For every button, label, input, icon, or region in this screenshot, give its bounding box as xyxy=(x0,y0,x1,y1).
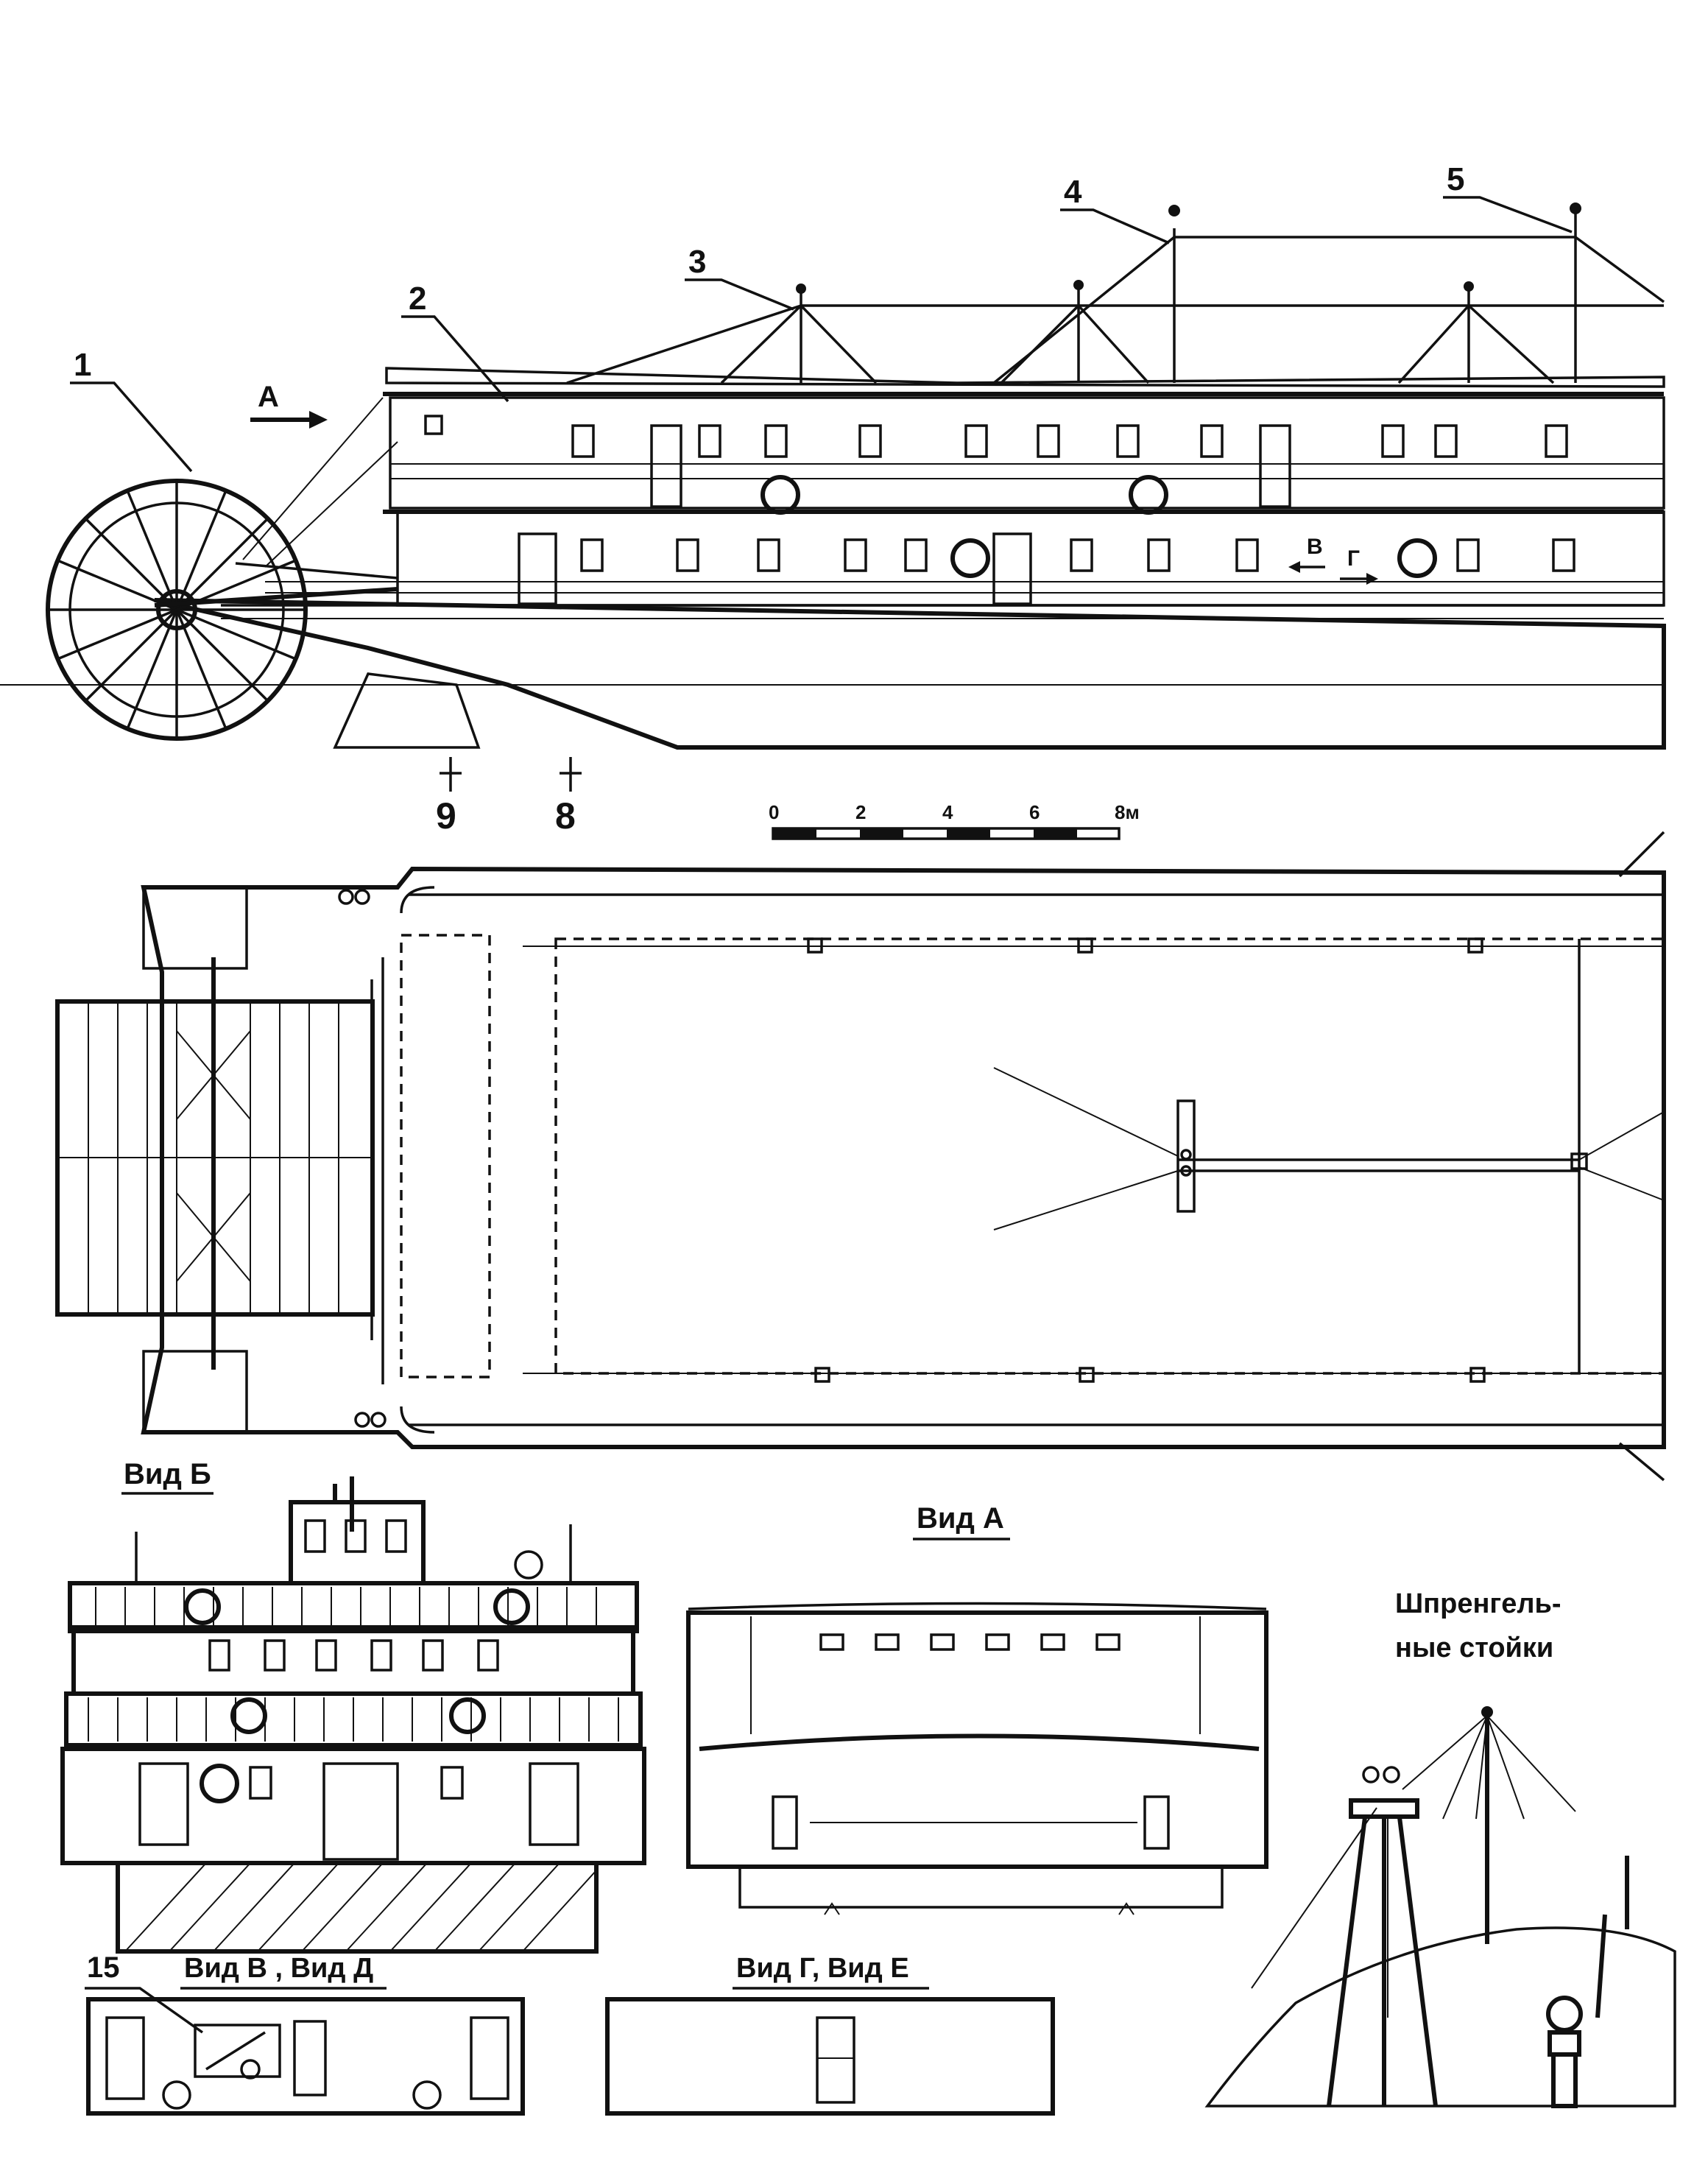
stern-paddle-wheel xyxy=(46,479,308,741)
plan-view xyxy=(55,831,1666,1482)
view-v-d: Вид В , Вид Д 15 xyxy=(85,1951,525,2116)
view-a-title: Вид А xyxy=(917,1502,1004,1535)
view-a-deckhouse xyxy=(686,1610,1268,1869)
side-elevation: 1 2 3 4 5 А В Г 9 8 xyxy=(0,161,1666,837)
view-a-arrow-icon xyxy=(250,411,328,429)
view-g-e-title: Вид Г, Вид Е xyxy=(736,1953,909,1984)
scale-tick-4: 4 xyxy=(942,801,953,823)
plan-hull-outline xyxy=(141,866,1666,1449)
sprengel-masts xyxy=(566,214,1665,384)
callout-3: 3 xyxy=(688,244,706,280)
view-v-d-bulkhead xyxy=(86,1997,525,2116)
view-v-arrow-icon xyxy=(1288,561,1325,573)
section-9: 9 xyxy=(436,795,456,837)
section-8: 8 xyxy=(555,795,576,837)
upper-windows xyxy=(424,415,1568,508)
sprengel-title-line2: ные стойки xyxy=(1395,1633,1553,1663)
view-b-title: Вид Б xyxy=(124,1458,211,1490)
plan-mast-bases xyxy=(807,937,1588,1383)
callout-15: 15 xyxy=(87,1951,120,1984)
scale-tick-8: 8м xyxy=(1115,801,1140,823)
scale-tick-6: 6 xyxy=(1029,801,1040,823)
view-g-e-bulkhead xyxy=(605,1997,1055,2116)
view-g-arrow-icon xyxy=(1340,573,1378,585)
callout-leaders xyxy=(70,196,1573,473)
view-b-hull xyxy=(116,1861,599,1954)
view-a: Вид А xyxy=(686,1502,1268,1915)
mast-finials xyxy=(796,203,1581,294)
lifebuoys xyxy=(761,475,1437,578)
sprengel-title-line1: Шпренгель- xyxy=(1395,1588,1561,1619)
sprengel-detail: Шпренгель- ные стойки xyxy=(1204,1588,1676,2108)
callout-4: 4 xyxy=(1064,174,1082,210)
rudder xyxy=(333,672,481,749)
view-g-e: Вид Г, Вид Е xyxy=(605,1953,1055,2116)
section-marks xyxy=(440,757,582,792)
lower-windows xyxy=(518,532,1575,605)
view-a-arrow-label: А xyxy=(258,381,279,413)
callout-1: 1 xyxy=(74,347,91,383)
view-b: Вид Б xyxy=(60,1458,646,1954)
finial-ball xyxy=(1546,1996,1583,2032)
scale-tick-0: 0 xyxy=(769,801,779,823)
upper-deckhouse xyxy=(389,396,1665,510)
scale-bar: 0 2 4 6 8м xyxy=(769,801,1140,840)
callout-5: 5 xyxy=(1447,161,1464,197)
plan-deckhouse-outline xyxy=(554,937,1665,1375)
callout-2: 2 xyxy=(409,281,426,317)
scale-tick-2: 2 xyxy=(855,801,866,823)
view-v-arrow-label: В xyxy=(1307,535,1323,559)
view-g-arrow-label: Г xyxy=(1347,546,1360,571)
view-v-d-title: Вид В , Вид Д xyxy=(184,1953,373,1984)
hull-side xyxy=(154,598,1666,750)
view-b-wheelhouse xyxy=(289,1500,426,1585)
